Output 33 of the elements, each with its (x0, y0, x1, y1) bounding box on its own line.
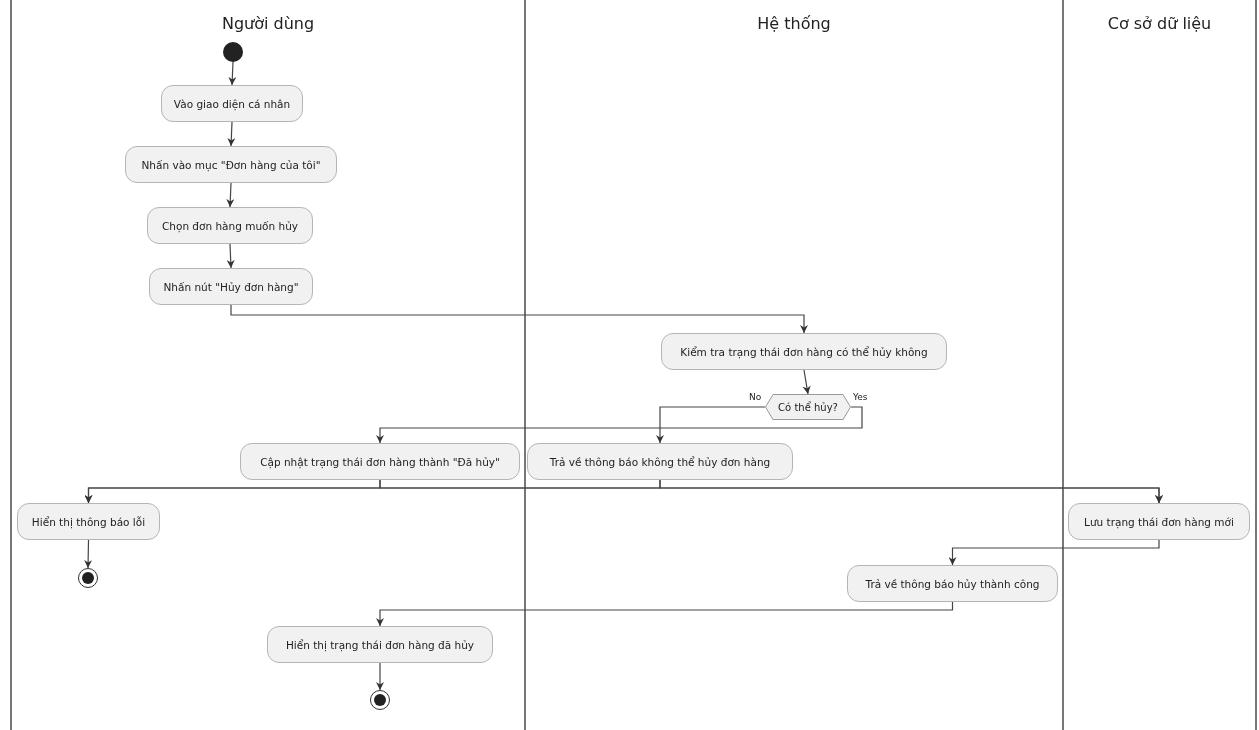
arrow (948, 539, 1160, 566)
lane-title: Người dùng (220, 14, 316, 33)
end-node (370, 690, 390, 710)
activity-box: Trả về thông báo hủy thành công (847, 565, 1058, 602)
end-node (78, 568, 98, 588)
arrow (802, 369, 811, 395)
arrow (659, 479, 1163, 504)
arrow (376, 601, 954, 627)
arrow (228, 61, 237, 86)
arrow (84, 539, 93, 569)
arrow (656, 406, 766, 444)
activity-box: Trả về thông báo không thể hủy đơn hàng (527, 443, 793, 480)
start-node (223, 42, 243, 62)
activity-box: Nhấn nút "Hủy đơn hàng" (149, 268, 313, 305)
activity-box: Hiển thị thông báo lỗi (17, 503, 160, 540)
edge-label: No (748, 392, 763, 402)
activity-box: Cập nhật trạng thái đơn hàng thành "Đã hủy" (240, 443, 520, 480)
arrow (227, 121, 236, 147)
arrow (230, 304, 808, 334)
arrow (376, 406, 863, 444)
decision-hexagon: Có thể hủy? (765, 394, 851, 420)
activity-box: Kiểm tra trạng thái đơn hàng có thể hủy không (661, 333, 947, 370)
arrow (226, 243, 235, 269)
activity-box: Lưu trạng thái đơn hàng mới (1068, 503, 1250, 540)
lane-title: Hệ thống (756, 14, 832, 33)
activity-box: Nhấn vào mục "Đơn hàng của tôi" (125, 146, 337, 183)
activity-box: Chọn đơn hàng muốn hủy (147, 207, 313, 244)
activity-box: Vào giao diện cá nhân (161, 85, 303, 122)
arrow (226, 182, 235, 208)
edge-label: Yes (852, 392, 869, 402)
activity-box: Hiển thị trạng thái đơn hàng đã hủy (267, 626, 493, 663)
lane-title: Cơ sở dữ liệu (1106, 14, 1213, 33)
arrow (376, 662, 384, 691)
